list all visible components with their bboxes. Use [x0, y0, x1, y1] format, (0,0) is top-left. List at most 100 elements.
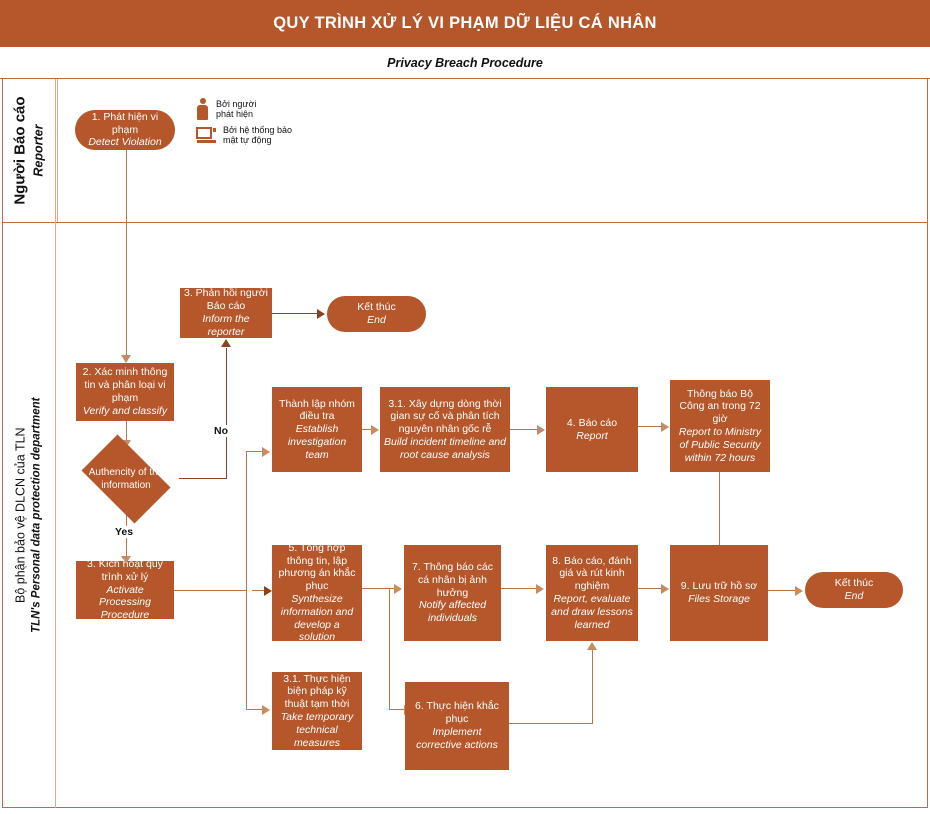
lane-label-reporter: Người Báo cáo Reporter	[2, 79, 56, 222]
legend-item-person: Bởi người phát hiện	[196, 98, 256, 120]
node-activate-procedure-vn: 3. Kích hoạt quy trình xử lý	[87, 558, 163, 583]
node-lessons-learned-en: Report, evaluate and draw lessons learne…	[551, 593, 633, 631]
arrowhead-activate-to-synthesize	[264, 586, 272, 596]
node-corrective-actions-en: Implement corrective actions	[416, 726, 498, 751]
arrowhead-rail-to-team	[262, 447, 270, 457]
node-lessons-learned-vn: 8. Báo cáo, đánh giá và rút kinh nghiệm	[552, 554, 632, 593]
legend-item-person-label: Bởi người phát hiện	[216, 98, 257, 119]
node-notify-individuals[interactable]: 7. Thông báo các cá nhân bị ảnh hưởng No…	[404, 545, 501, 641]
arrowhead-corrective-to-lessons	[587, 642, 597, 650]
node-notify-individuals-en: Notify affected individuals	[418, 599, 487, 625]
node-end-bottom-vn: Kết thúc	[834, 577, 874, 590]
connector-inform-to-end	[272, 313, 318, 314]
diagram-subtitle-bar: Privacy Breach Procedure	[0, 47, 930, 79]
arrowhead-start-to-verify	[121, 355, 131, 363]
node-files-storage-en: Files Storage	[688, 593, 750, 605]
node-inform-reporter-en: Inform the reporter	[202, 313, 250, 338]
node-establish-team-en: Establish investigation team	[287, 423, 347, 461]
node-inform-reporter-vn: 3. Phản hồi người Báo cáo	[184, 287, 268, 313]
node-synthesize-solution-vn: 5. Tổng hợp thông tin, lập phương án khắ…	[278, 541, 356, 593]
node-detect-violation-vn: 1. Phát hiện vi phạm	[91, 110, 159, 136]
lane-label-department-vn: Bộ phận bảo vệ DLCN của TLN	[13, 427, 28, 603]
legend-item-monitor-label: Bởi hệ thống bảo mật tự động	[223, 125, 292, 146]
node-files-storage-vn: 9. Lưu trữ hồ sơ	[680, 580, 758, 593]
connector-team-to-timeline	[362, 429, 372, 430]
node-end-top[interactable]: Kết thúc End	[327, 296, 426, 332]
node-establish-team-vn: Thành lập nhóm điều tra	[279, 397, 355, 423]
node-report-ministry-vn: Thông báo Bộ Công an trong 72 giờ	[679, 387, 761, 426]
edge-label-no: No	[212, 425, 230, 437]
node-detect-violation-en: Detect Violation	[88, 136, 162, 149]
node-lessons-learned[interactable]: 8. Báo cáo, đánh giá và rút kinh nghiệm …	[546, 545, 638, 641]
connector-no-h	[179, 478, 226, 479]
node-report-ministry[interactable]: Thông báo Bộ Công an trong 72 giờ Report…	[670, 380, 770, 472]
node-decision-authenticity[interactable]: Authencity of the information	[73, 434, 179, 524]
node-corrective-actions-vn: 6. Thực hiện khắc phục	[415, 700, 499, 726]
page-title: QUY TRÌNH XỬ LÝ VI PHẠM DỮ LIỆU CÁ NHÂN	[273, 14, 657, 32]
node-notify-individuals-vn: 7. Thông báo các cá nhân bị ảnh hưởng	[412, 561, 493, 599]
arrowhead-report-to-ministry	[661, 422, 669, 432]
node-build-timeline[interactable]: 3.1. Xây dựng dòng thời gian sự cố và ph…	[380, 387, 510, 472]
node-establish-team[interactable]: Thành lập nhóm điều tra Establish invest…	[272, 387, 362, 472]
node-verify-classify-en: Verify and classify	[82, 404, 168, 417]
lane-divider	[2, 222, 928, 223]
connector-activate-to-synthesize-2	[252, 590, 265, 591]
node-verify-classify[interactable]: 2. Xác minh thông tin và phân loại vi ph…	[76, 363, 174, 421]
node-end-top-en: End	[367, 314, 386, 326]
arrowhead-lessons-to-files	[661, 584, 669, 594]
connector-ministry-to-files	[719, 472, 720, 548]
connector-report-to-ministry	[638, 426, 662, 427]
connector-notify-to-lessons	[501, 588, 537, 589]
node-verify-classify-vn: 2. Xác minh thông tin và phân loại vi ph…	[82, 366, 168, 404]
arrowhead-files-to-end	[795, 586, 803, 596]
connector-synthesize-to-notify	[362, 588, 395, 589]
lane-label-reporter-vn: Người Báo cáo	[11, 96, 29, 205]
node-activate-procedure[interactable]: 3. Kích hoạt quy trình xử lý Activate Pr…	[76, 558, 174, 622]
node-report-ministry-en: Report to Ministry of Public Security wi…	[678, 426, 762, 464]
node-decision-authenticity-label: Authencity of the information	[88, 467, 164, 491]
edge-label-yes: Yes	[113, 526, 136, 538]
node-end-bottom[interactable]: Kết thúc End	[805, 572, 903, 608]
node-inform-reporter[interactable]: 3. Phản hồi người Báo cáo Inform the rep…	[180, 287, 272, 338]
node-corrective-actions[interactable]: 6. Thực hiện khắc phục Implement correct…	[405, 682, 509, 770]
connector-verify-to-decision	[126, 421, 127, 443]
connector-rail-to-team	[246, 451, 263, 452]
node-report[interactable]: 4. Báo cáo Report	[546, 387, 638, 472]
connector-start-to-verify	[126, 150, 127, 358]
connector-files-to-end	[768, 590, 796, 591]
lane-label-rule-inner	[57, 79, 58, 222]
connector-activate-to-synthesize	[174, 590, 246, 591]
legend: Bởi người phát hiện Bởi hệ thống bảo mật…	[196, 98, 316, 154]
connector-corrective-to-lessons-h	[509, 723, 592, 724]
node-build-timeline-en: Build incident timeline and root cause a…	[384, 435, 506, 461]
connector-rail-to-corrective-h	[389, 709, 405, 710]
lane-label-department-en: TLN's Personal data protection departmen…	[30, 397, 43, 633]
connector-rail-to-temporary-h	[246, 709, 263, 710]
arrowhead-notify-to-lessons	[536, 584, 544, 594]
person-icon	[196, 98, 209, 120]
connector-corrective-to-lessons-v	[592, 650, 593, 724]
connector-no-v	[226, 348, 227, 479]
diagram-title-bar: QUY TRÌNH XỬ LÝ VI PHẠM DỮ LIỆU CÁ NHÂN	[0, 0, 930, 47]
arrowhead-yes-to-activate	[121, 556, 131, 564]
connector-rail-to-corrective-v	[389, 588, 390, 709]
arrowhead-team-to-timeline	[371, 425, 379, 435]
node-synthesize-solution[interactable]: 5. Tổng hợp thông tin, lập phương án khắ…	[272, 541, 362, 644]
arrowhead-timeline-to-report	[537, 425, 545, 435]
page-subtitle: Privacy Breach Procedure	[387, 55, 543, 70]
node-report-vn: 4. Báo cáo	[566, 416, 618, 429]
node-files-storage[interactable]: 9. Lưu trữ hồ sơ Files Storage	[670, 545, 768, 641]
node-end-top-vn: Kết thúc	[357, 301, 396, 314]
node-temporary-measures-vn: 3.1. Thực hiện biện pháp kỹ thuật tạm th…	[283, 672, 351, 711]
arrowhead-no-to-inform	[221, 339, 231, 347]
arrowhead-rail-to-temporary	[262, 705, 270, 715]
connector-rail-to-temporary-v	[246, 590, 247, 709]
connector-lessons-to-files	[638, 588, 662, 589]
node-temporary-measures[interactable]: 3.1. Thực hiện biện pháp kỹ thuật tạm th…	[272, 672, 362, 750]
node-synthesize-solution-en: Synthesize information and develop a sol…	[280, 593, 354, 644]
connector-rail-team-feed	[246, 451, 247, 590]
connector-timeline-to-report	[510, 429, 538, 430]
lane-label-rule	[55, 79, 56, 808]
node-activate-procedure-en: Activate Processing Procedure	[99, 583, 151, 622]
node-detect-violation[interactable]: 1. Phát hiện vi phạm Detect Violation	[75, 110, 175, 150]
